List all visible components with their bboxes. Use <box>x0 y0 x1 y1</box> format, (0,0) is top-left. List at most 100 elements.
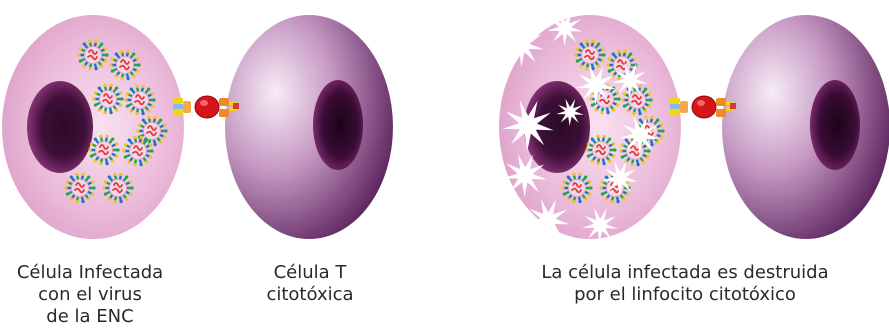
caption-destroyed-line-2: por el linfocito citotóxico <box>510 284 860 306</box>
caption-infected-line-1: Célula Infectada <box>0 262 180 284</box>
virus-spike-tip <box>116 148 119 151</box>
receptor-core <box>692 96 716 118</box>
virus-spike-tip <box>125 197 128 200</box>
virus-spike-tip <box>644 87 647 90</box>
virus-envelope <box>132 92 149 109</box>
virus-spike-tip <box>147 116 150 119</box>
receptor-segment <box>716 98 726 106</box>
virus-spike-tip <box>591 137 594 140</box>
virus-spike-tip <box>651 116 654 119</box>
virus-spike-tip <box>612 154 615 157</box>
virus-spike-tip <box>113 200 116 203</box>
virus-spike-tip <box>102 186 105 189</box>
virus-spike-tip <box>142 118 145 121</box>
virus-spike-tip <box>563 180 566 183</box>
virus-spike-tip <box>142 112 145 115</box>
t-cell-nucleus <box>810 80 860 170</box>
virus-spike-tip <box>648 92 651 95</box>
virus-spike-tip <box>104 192 107 195</box>
virus-spike-tip <box>151 104 154 107</box>
virus-spike-tip <box>607 111 610 114</box>
virus-spike-tip <box>584 197 587 200</box>
virus-spike-tip <box>660 135 663 138</box>
virus-spike-tip <box>661 129 664 132</box>
virus-spike-tip <box>87 197 90 200</box>
virus-spike-tip <box>77 53 80 56</box>
virus-spike-tip <box>576 59 579 62</box>
receptor-segment <box>730 103 736 109</box>
virus-spike-tip <box>94 91 97 94</box>
virus-spike-tip <box>111 57 114 60</box>
virus-spike-tip <box>608 57 611 60</box>
virus-spike-tip <box>613 148 616 151</box>
virus-spike-tip <box>639 118 642 121</box>
virus-spike-tip <box>579 200 582 203</box>
virus-spike-tip <box>619 149 622 152</box>
virus-spike-tip <box>642 160 645 163</box>
virus-spike-tip <box>623 104 626 107</box>
virus-spike-tip <box>595 108 598 111</box>
virus-spike-tip <box>617 97 620 100</box>
virus-spike-tip <box>92 186 95 189</box>
virus-spike-tip <box>617 200 620 203</box>
virus-spike-tip <box>592 40 595 43</box>
virus-spike-tip <box>585 67 588 70</box>
virus-spike-tip <box>136 69 139 72</box>
virus-spike-tip <box>104 180 107 183</box>
virus-spike-tip <box>596 162 599 165</box>
virus-spike-tip <box>589 186 592 189</box>
virus-spike-tip <box>574 53 577 56</box>
virus-spike-tip <box>576 47 579 50</box>
virus-spike-tip <box>147 87 150 90</box>
virus-envelope <box>569 180 586 197</box>
receptor-segment <box>670 104 680 109</box>
virus-spike-tip <box>601 59 604 62</box>
virus-spike-tip <box>95 67 98 70</box>
virus-spike-tip <box>120 97 123 100</box>
virus-envelope <box>597 91 614 108</box>
receptor-segment <box>173 98 183 103</box>
virus-spike-tip <box>108 197 111 200</box>
virus-spike-tip <box>115 74 118 77</box>
virus-spike-tip <box>128 138 131 141</box>
virus-spike-tip <box>130 109 133 112</box>
receptor-segment <box>716 109 726 117</box>
virus-spike-tip <box>149 155 152 158</box>
virus-spike-tip <box>626 192 629 195</box>
virus-spike-tip <box>66 192 69 195</box>
virus-spike-tip <box>563 192 566 195</box>
virus-spike-tip <box>596 135 599 138</box>
caption-t-cell: Célula T citotóxica <box>240 262 380 306</box>
virus-spike-tip <box>133 136 136 139</box>
caption-t-cell-line-1: Célula T <box>240 262 380 284</box>
virus-spike-tip <box>164 129 167 132</box>
virus-spike-tip <box>610 200 613 203</box>
virus-spike-tip <box>95 40 98 43</box>
virus-spike-tip <box>633 57 636 60</box>
virus-spike-tip <box>630 163 633 166</box>
virus-spike-tip <box>99 162 102 165</box>
virus-spike-tip <box>83 64 86 67</box>
virus-spike-tip <box>75 173 78 176</box>
virus-spike-tip <box>592 67 595 70</box>
virus-spike-tip <box>601 47 604 50</box>
virus-spike-tip <box>588 192 591 195</box>
infected-cell <box>2 15 184 239</box>
virus-envelope <box>593 142 610 159</box>
virus-spike-tip <box>79 59 82 62</box>
virus-spike-tip <box>163 123 166 126</box>
virus-spike-tip <box>644 109 647 112</box>
virus-spike-tip <box>656 140 659 143</box>
virus-spike-tip <box>111 159 114 162</box>
virus-spike-tip <box>591 159 594 162</box>
virus-spike-tip <box>124 98 127 101</box>
virus-spike-tip <box>600 111 603 114</box>
virus-spike-tip <box>115 142 118 145</box>
virus-envelope <box>144 123 161 140</box>
virus-spike-tip <box>119 103 122 106</box>
virus-spike-tip <box>109 63 112 66</box>
virus-spike-tip <box>88 148 91 151</box>
virus-spike-tip <box>75 200 78 203</box>
virus-spike-tip <box>91 192 94 195</box>
virus-spike-tip <box>567 197 570 200</box>
